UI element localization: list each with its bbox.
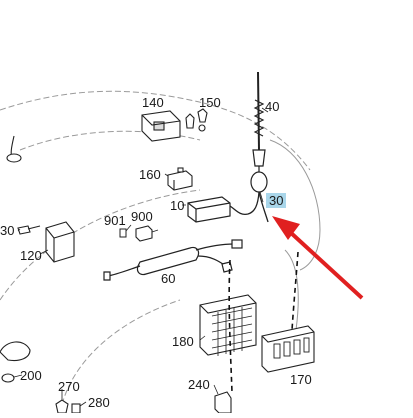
antenna-base bbox=[252, 149, 266, 167]
part-120 bbox=[45, 221, 75, 263]
body-line-front bbox=[0, 189, 201, 301]
callout-180: 180 bbox=[172, 334, 194, 349]
callout-200: 200 bbox=[20, 368, 42, 383]
callout-280: 280 bbox=[88, 395, 110, 410]
fender-edge bbox=[284, 249, 299, 331]
part-160 bbox=[167, 167, 193, 191]
part-280 bbox=[71, 403, 81, 414]
arrow-shaft bbox=[288, 230, 364, 300]
amplifier-module bbox=[187, 196, 231, 223]
cable-to-amp bbox=[229, 191, 260, 216]
body-line-inner bbox=[19, 130, 201, 151]
body-line-lower bbox=[59, 299, 181, 414]
guide-to-170 bbox=[291, 251, 299, 331]
fuse-box-grid bbox=[211, 307, 253, 356]
callout-270: 270 bbox=[58, 379, 80, 394]
callout-30-highlighted: 30 bbox=[266, 193, 287, 208]
amp-box bbox=[187, 196, 231, 223]
fuse-box-180 bbox=[199, 294, 257, 356]
guide-lines bbox=[228, 251, 299, 393]
wheel-arch bbox=[269, 139, 321, 271]
leader-lines bbox=[13, 107, 269, 407]
callout-900: 900 bbox=[131, 209, 153, 224]
wiring-harness-60 bbox=[103, 239, 243, 281]
callout-240: 240 bbox=[188, 377, 210, 392]
part-240 bbox=[214, 391, 232, 414]
part-200 bbox=[0, 341, 31, 383]
callout-901: 901 bbox=[104, 213, 126, 228]
callout-60: 60 bbox=[161, 271, 176, 286]
red-pointer-arrow bbox=[272, 216, 364, 300]
callout-170: 170 bbox=[290, 372, 312, 387]
control-unit-170 bbox=[261, 325, 315, 373]
callout-140: 140 bbox=[142, 95, 164, 110]
left-connector bbox=[6, 135, 22, 163]
control-unit-slots bbox=[273, 337, 310, 359]
callout-10: 10 bbox=[170, 198, 185, 213]
callout-30-left: 30 bbox=[0, 223, 15, 238]
callout-150: 150 bbox=[199, 95, 221, 110]
guide-to-240 bbox=[228, 259, 233, 393]
antenna-coil bbox=[253, 99, 265, 137]
callout-120: 120 bbox=[20, 248, 42, 263]
part-270 bbox=[55, 399, 69, 414]
body-line-top bbox=[0, 90, 311, 171]
callout-40: 40 bbox=[265, 99, 280, 114]
antenna bbox=[250, 71, 268, 193]
cable-to-clip bbox=[258, 191, 269, 223]
arrow-head bbox=[272, 216, 300, 240]
part-900 bbox=[135, 225, 153, 242]
antenna-mount bbox=[250, 171, 268, 193]
part-901 bbox=[119, 228, 127, 238]
fender-outline bbox=[269, 139, 321, 331]
antenna-mast bbox=[257, 71, 260, 151]
antenna-cable bbox=[229, 191, 269, 223]
part-150 bbox=[185, 108, 208, 132]
callout-160: 160 bbox=[139, 167, 161, 182]
screw-30-left bbox=[17, 225, 41, 235]
part-140 bbox=[141, 110, 181, 142]
car-body-outline bbox=[0, 90, 311, 414]
